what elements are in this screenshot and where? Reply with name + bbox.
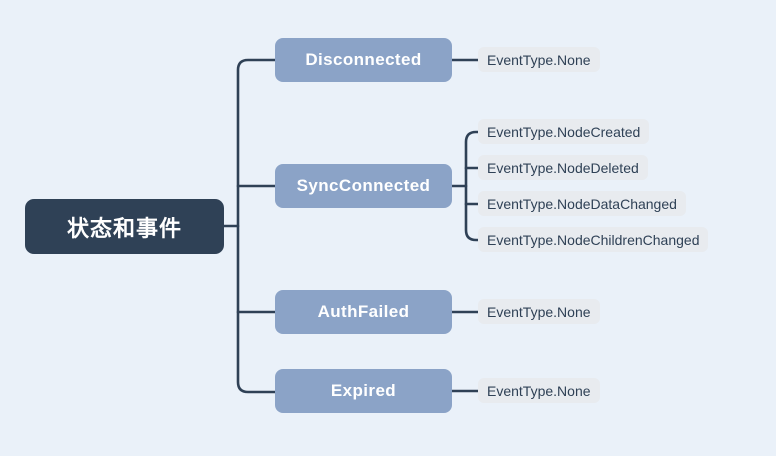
leaf-node-node-deleted[interactable]: EventType.NodeDeleted (478, 155, 648, 180)
root-node[interactable]: 状态和事件 (25, 199, 224, 254)
branch-node-disconnected[interactable]: Disconnected (275, 38, 452, 82)
leaf-node-node-created[interactable]: EventType.NodeCreated (478, 119, 650, 144)
leaf-node-disconnected-none[interactable]: EventType.None (478, 47, 600, 72)
branch-node-expired[interactable]: Expired (275, 369, 452, 413)
connector-syncconnected-subtrunk (464, 130, 480, 242)
leaf-node-expired-none[interactable]: EventType.None (478, 378, 600, 403)
branch-node-authfailed[interactable]: AuthFailed (275, 290, 452, 334)
connector-trunk (236, 58, 277, 394)
branch-node-syncconnected[interactable]: SyncConnected (275, 164, 452, 208)
leaf-node-node-data-changed[interactable]: EventType.NodeDataChanged (478, 191, 686, 216)
leaf-node-authfailed-none[interactable]: EventType.None (478, 299, 600, 324)
leaf-node-node-children-changed[interactable]: EventType.NodeChildrenChanged (478, 227, 709, 252)
